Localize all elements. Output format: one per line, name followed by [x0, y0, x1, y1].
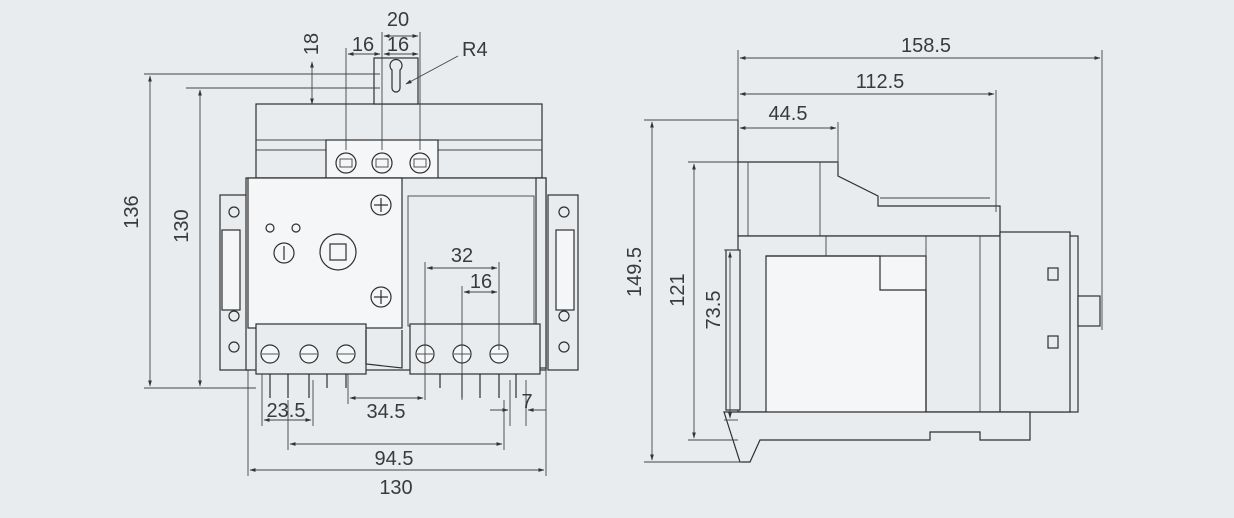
- terminal-spacing-dims: [424, 262, 500, 400]
- selector-switch: [319, 233, 357, 271]
- dim-32: 32: [451, 245, 473, 267]
- front-bottom-dims: [247, 370, 547, 476]
- dim-149-5: 149.5: [624, 247, 646, 297]
- dim-94-5: 94.5: [375, 448, 414, 470]
- dim-7: 7: [521, 391, 532, 413]
- mounting-hole: [389, 59, 403, 93]
- side-rail-base: [723, 411, 1031, 463]
- front-top-dims: [345, 32, 459, 150]
- dim-34-5: 34.5: [367, 401, 406, 423]
- dim-16-left: 16: [352, 34, 374, 56]
- dim-44-5: 44.5: [769, 103, 808, 125]
- dim-23-5: 23.5: [267, 400, 306, 422]
- dim-73-5: 73.5: [703, 291, 725, 330]
- dim-16-right: 16: [387, 34, 409, 56]
- side-front-cover: [765, 255, 927, 415]
- front-vertical-dims: [144, 61, 380, 389]
- side-view: 158.5 112.5 44.5 149.5 121 73.5: [624, 35, 1103, 463]
- upper-screws: [335, 152, 431, 174]
- dim-130-vertical: 130: [171, 209, 193, 242]
- dim-112-5: 112.5: [856, 71, 905, 93]
- dim-16-terminal: 16: [470, 271, 492, 293]
- lower-terminals: [255, 323, 541, 398]
- side-dims: [644, 50, 1103, 463]
- dim-158-5: 158.5: [901, 35, 951, 57]
- dim-136: 136: [121, 195, 143, 228]
- dim-20: 20: [387, 9, 409, 31]
- dim-121: 121: [667, 273, 689, 306]
- dim-130-horizontal: 130: [379, 477, 412, 499]
- side-upper-profile: [737, 120, 1001, 237]
- dim-18: 18: [301, 33, 323, 55]
- dim-r4: R4: [462, 39, 488, 61]
- front-view: 136 130 18 20 16 16 R4 32 16: [121, 9, 579, 499]
